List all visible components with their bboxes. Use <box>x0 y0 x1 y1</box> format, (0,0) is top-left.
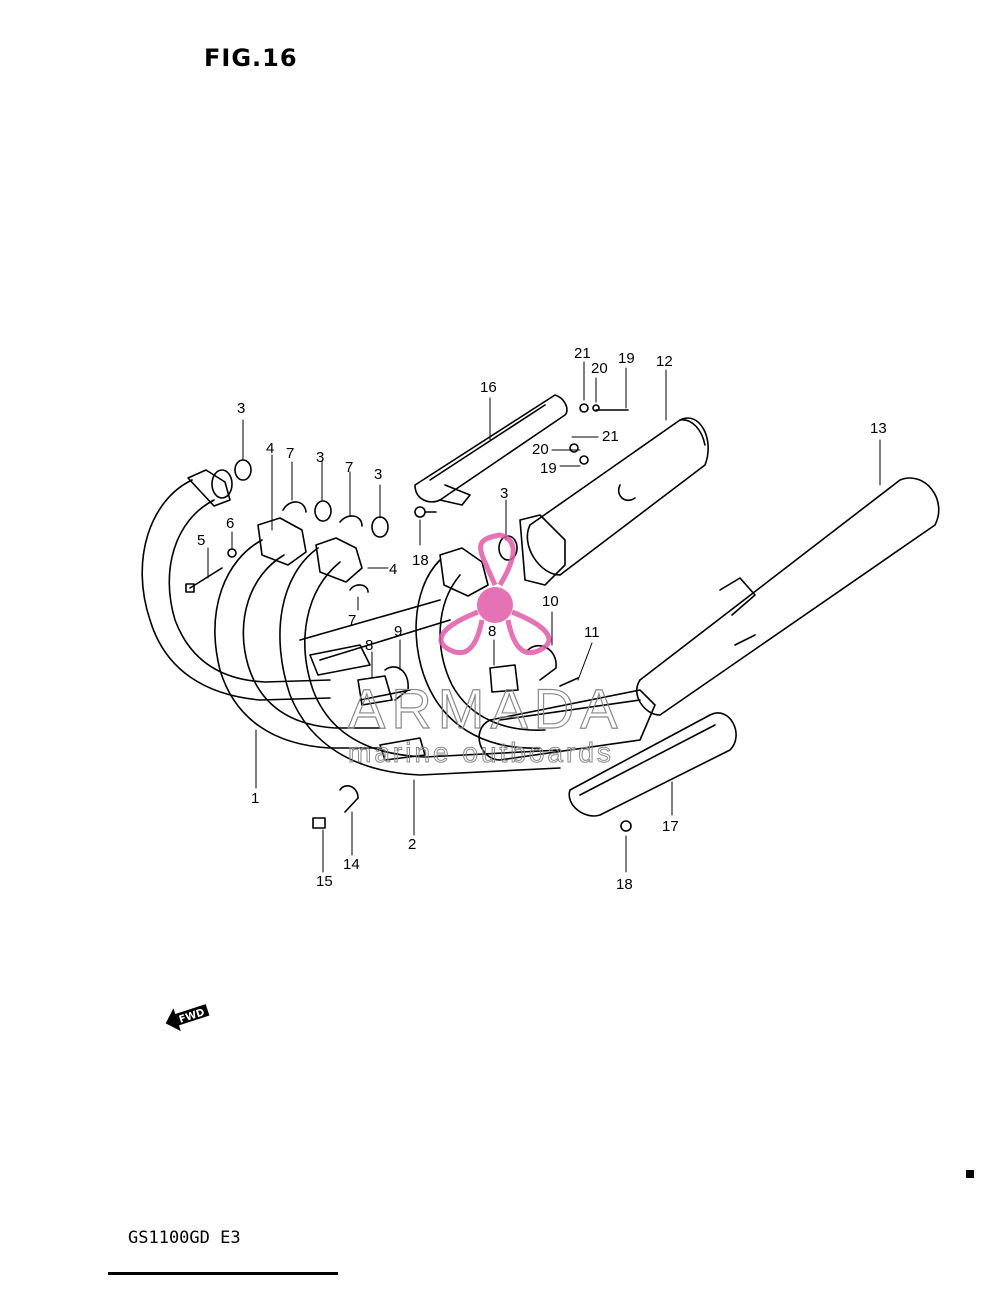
callout-20: 20 <box>591 360 608 377</box>
callout-19: 19 <box>618 350 635 367</box>
callout-14: 14 <box>343 856 360 873</box>
callout-18: 18 <box>412 552 429 569</box>
callout-16: 16 <box>480 379 497 396</box>
callout-20: 20 <box>532 441 549 458</box>
callouts: 3 4 7 3 7 3 6 5 4 7 8 9 8 10 11 1 2 14 1… <box>197 345 887 893</box>
muffler-13 <box>478 477 940 761</box>
callout-15: 15 <box>316 873 333 890</box>
callout-4: 4 <box>266 440 274 457</box>
watermark-brand: ARMADA <box>348 677 624 740</box>
callout-21: 21 <box>574 345 591 362</box>
exhaust-pipe-2 <box>279 537 561 776</box>
exhaust-pipe-1 <box>141 469 331 701</box>
callout-13: 13 <box>870 420 887 437</box>
watermark-logo-icon <box>438 532 552 656</box>
callout-6: 6 <box>226 515 234 532</box>
callout-1: 1 <box>251 790 259 807</box>
muffler-12 <box>519 417 709 586</box>
corner-mark <box>966 1170 974 1178</box>
bottom-rule <box>108 1272 338 1275</box>
model-code: GS1100GD E3 <box>128 1228 241 1248</box>
callout-11: 11 <box>584 624 600 641</box>
fwd-arrow-icon: FWD <box>165 1004 210 1032</box>
callout-21: 21 <box>602 428 619 445</box>
callout-17: 17 <box>662 818 679 835</box>
watermark: ARMADA marine outboards <box>347 532 624 769</box>
callout-18: 18 <box>616 876 633 893</box>
callout-leaders <box>207 361 881 873</box>
fwd-label: FWD <box>178 1007 206 1026</box>
callout-19: 19 <box>540 460 557 477</box>
callout-8: 8 <box>488 623 496 640</box>
callout-12: 12 <box>656 353 673 370</box>
callout-7: 7 <box>348 612 356 629</box>
callout-3: 3 <box>237 400 245 417</box>
callout-3: 3 <box>316 449 324 466</box>
callout-7: 7 <box>286 445 294 462</box>
callout-5: 5 <box>197 532 205 549</box>
callout-8: 8 <box>365 637 373 654</box>
callout-4: 4 <box>389 561 397 578</box>
callout-10: 10 <box>542 593 559 610</box>
callout-7: 7 <box>345 459 353 476</box>
watermark-tagline: marine outboards <box>348 737 614 768</box>
heat-shield-16 <box>414 394 568 506</box>
figure-title: FIG.16 <box>204 44 298 72</box>
callout-2: 2 <box>408 836 416 853</box>
callout-3: 3 <box>500 485 508 502</box>
collector-pipes <box>299 547 546 761</box>
callout-3: 3 <box>374 466 382 483</box>
callout-9: 9 <box>394 623 402 640</box>
heat-shield-17 <box>568 712 737 817</box>
